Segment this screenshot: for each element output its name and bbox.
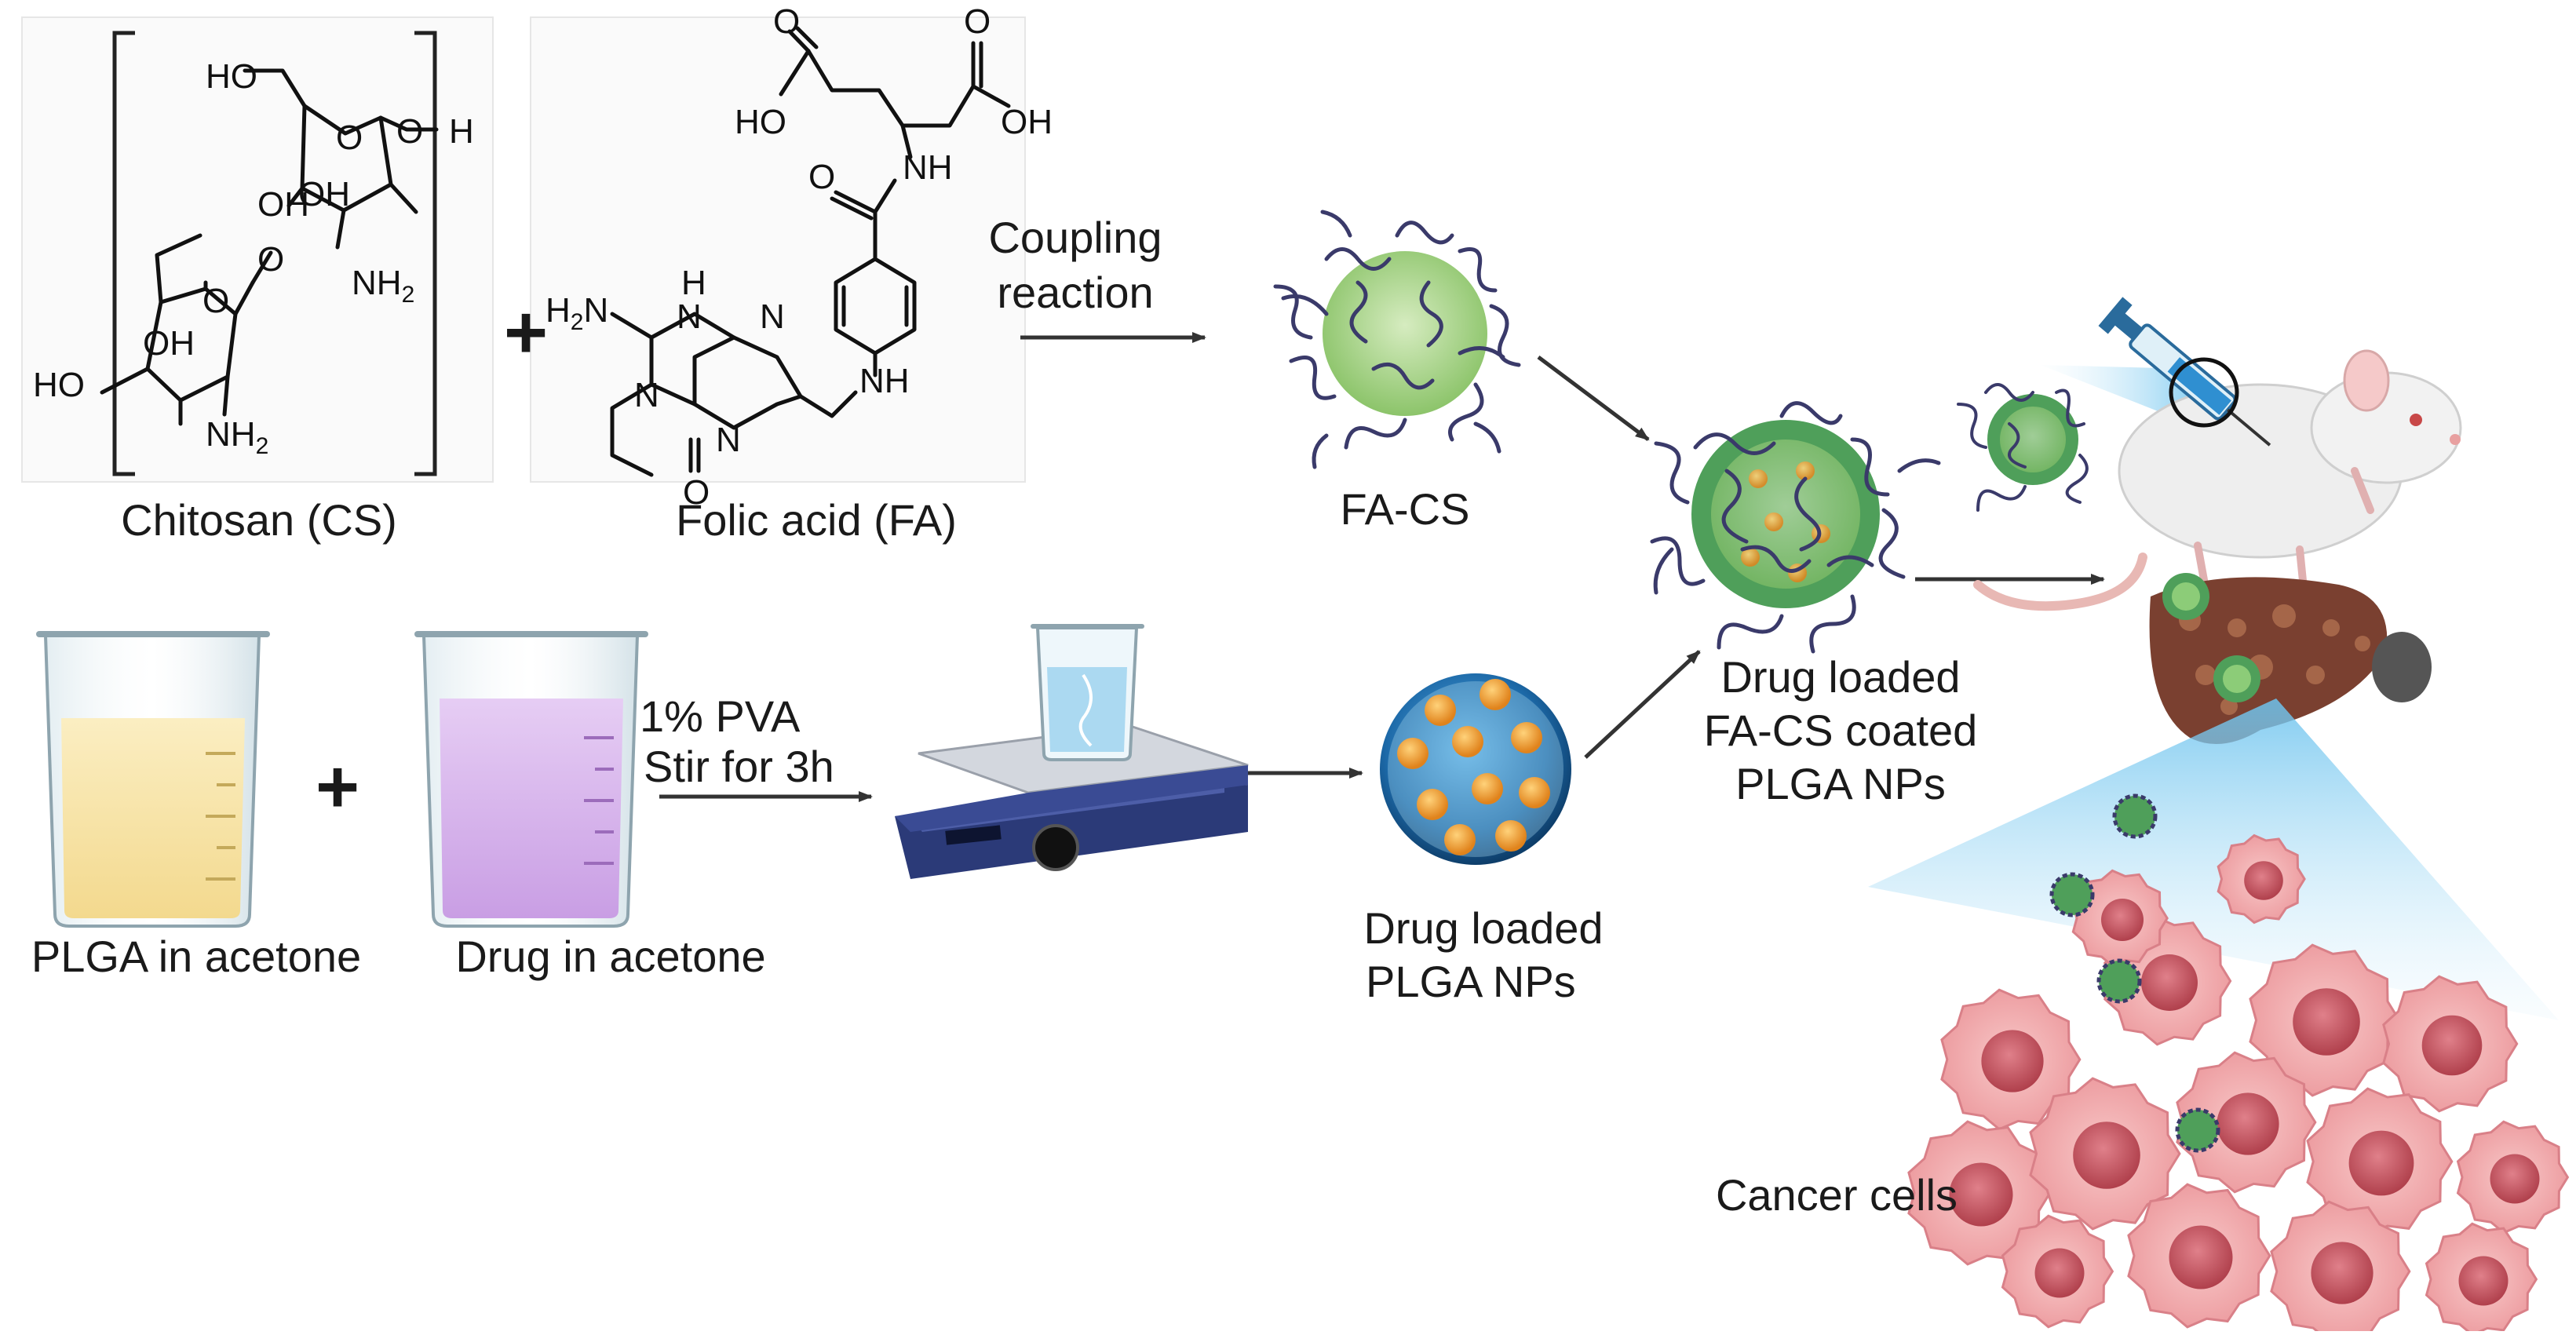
folic-atom-n-2: N	[760, 297, 785, 336]
cell-nucleus	[2169, 1225, 2233, 1289]
folic-atom-o-amide: O	[808, 158, 835, 196]
coated-label-line2: FA-CS coated	[1703, 706, 1978, 755]
folic-acid-panel	[530, 16, 1026, 483]
coated-label-line3: PLGA NPs	[1735, 759, 1946, 808]
coated-label-line1: Drug loaded	[1720, 652, 1961, 702]
magnification-beam	[1868, 699, 2559, 1020]
cancer-cells-label: Cancer cells	[1715, 1170, 1958, 1220]
chitosan-panel	[21, 16, 494, 483]
liver-illustration	[2149, 573, 2432, 744]
cell-nucleus	[2311, 1242, 2373, 1304]
targeted-nanoparticle	[2112, 793, 2158, 839]
right-bracket	[414, 31, 437, 476]
chitosan-label: Chitosan (CS)	[121, 495, 397, 545]
targeted-nanoparticle	[2096, 958, 2142, 1004]
chitosan-atom-o-link: O	[257, 240, 284, 279]
fa-cs-coated-plga-np	[1650, 401, 1941, 654]
fa-cs-particle	[1273, 210, 1521, 469]
targeted-nanoparticle	[2049, 872, 2095, 917]
drug-loaded-plga-np	[1380, 673, 1571, 865]
folic-atom-o-1: O	[773, 2, 800, 41]
drug-solution	[440, 699, 623, 918]
pva-label-line2: Stir for 3h	[644, 742, 834, 791]
process-arrows	[659, 332, 2105, 802]
rat-illustration	[1973, 297, 2462, 611]
folic-acid-structure: O O HO OH NH O H N N H2N N N NH O	[530, 2, 1053, 512]
folic-atom-h-n1: H	[681, 264, 706, 302]
plga-solution	[61, 718, 245, 918]
folic-atom-n-4: N	[716, 421, 741, 459]
chitosan-atom-o-h: O	[396, 112, 423, 151]
arrow-facs-to-coated	[1537, 356, 1650, 441]
beaker-drug	[414, 631, 648, 928]
cell-nucleus	[1949, 1162, 2013, 1227]
folic-atom-oh: OH	[1001, 103, 1053, 141]
chitosan-atom-oh-2: OH	[298, 175, 350, 213]
chitosan-atom-oh-1: OH	[257, 185, 309, 224]
drug-acetone-label: Drug in acetone	[455, 932, 766, 981]
drug-dots	[1397, 679, 1550, 855]
arrow-nps-to-coated	[1584, 650, 1701, 759]
injected-np	[1957, 383, 2089, 512]
folic-atom-o-2: O	[964, 2, 991, 41]
cell-nucleus	[2141, 954, 2198, 1011]
chitosan-atom-oh-3: OH	[143, 324, 195, 363]
folic-atom-nh-link: NH	[859, 362, 910, 400]
folic-atom-n-1: N	[677, 297, 702, 336]
fa-cs-label: FA-CS	[1340, 484, 1470, 534]
drug-plga-label-line2: PLGA NPs	[1366, 957, 1576, 1006]
cancer-cell-cluster	[1907, 793, 2570, 1335]
plus-sign-bottom: +	[315, 745, 360, 829]
syringe	[2098, 297, 2271, 447]
plus-sign-top: +	[503, 290, 549, 374]
folic-acid-bonds	[610, 26, 1011, 477]
chitosan-atom-o-ring1: O	[336, 119, 363, 157]
chitosan-atom-h: H	[449, 112, 474, 151]
cell-nucleus	[2034, 1248, 2085, 1298]
chitosan-structure: HO O O H OH OH O NH2 O OH HO NH2	[21, 16, 494, 483]
cell-nucleus	[2293, 988, 2360, 1056]
folic-atom-nh-amide: NH	[903, 148, 953, 187]
chitosan-bonds	[100, 68, 439, 426]
folic-atom-o-keto: O	[683, 473, 710, 512]
cell-nucleus	[2421, 1015, 2483, 1076]
folic-acid-label: Folic acid (FA)	[676, 495, 957, 545]
folic-atom-n-3: N	[634, 376, 659, 414]
cell-nucleus	[2073, 1122, 2140, 1189]
cell-nucleus	[2490, 1154, 2540, 1204]
folic-atom-ho: HO	[735, 103, 786, 141]
injection-site-circle	[2169, 357, 2239, 428]
coupling-label-line2: reaction	[997, 268, 1154, 317]
plga-acetone-label: PLGA in acetone	[31, 932, 362, 981]
drug-plga-label-line1: Drug loaded	[1363, 903, 1604, 953]
chitosan-atom-ho-top: HO	[206, 57, 257, 96]
targeted-nanoparticle	[2175, 1107, 2220, 1153]
coupling-label-line1: Coupling	[988, 213, 1162, 262]
folic-atom-h2n: H2N	[545, 291, 608, 335]
rat-tail	[1973, 553, 2147, 611]
magnetic-stirrer	[895, 624, 1249, 879]
chitosan-atom-o-ring2: O	[203, 282, 229, 320]
beaker-plga	[36, 631, 270, 928]
cell-nucleus	[2217, 1092, 2279, 1155]
chitosan-atom-nh2-1: NH2	[352, 264, 414, 308]
left-bracket	[112, 31, 135, 476]
cell-nucleus	[2458, 1256, 2508, 1306]
chitosan-atom-ho-left: HO	[33, 366, 85, 404]
cell-nucleus	[1981, 1030, 2044, 1092]
cell-nucleus	[2348, 1130, 2414, 1196]
cell-nucleus	[2101, 899, 2144, 941]
chitosan-atom-nh2-2: NH2	[206, 415, 268, 459]
pva-label-line1: 1% PVA	[640, 691, 801, 741]
cell-nucleus	[2244, 861, 2283, 900]
fa-cs-chains	[1273, 210, 1521, 469]
injection-beam	[2041, 365, 2190, 424]
